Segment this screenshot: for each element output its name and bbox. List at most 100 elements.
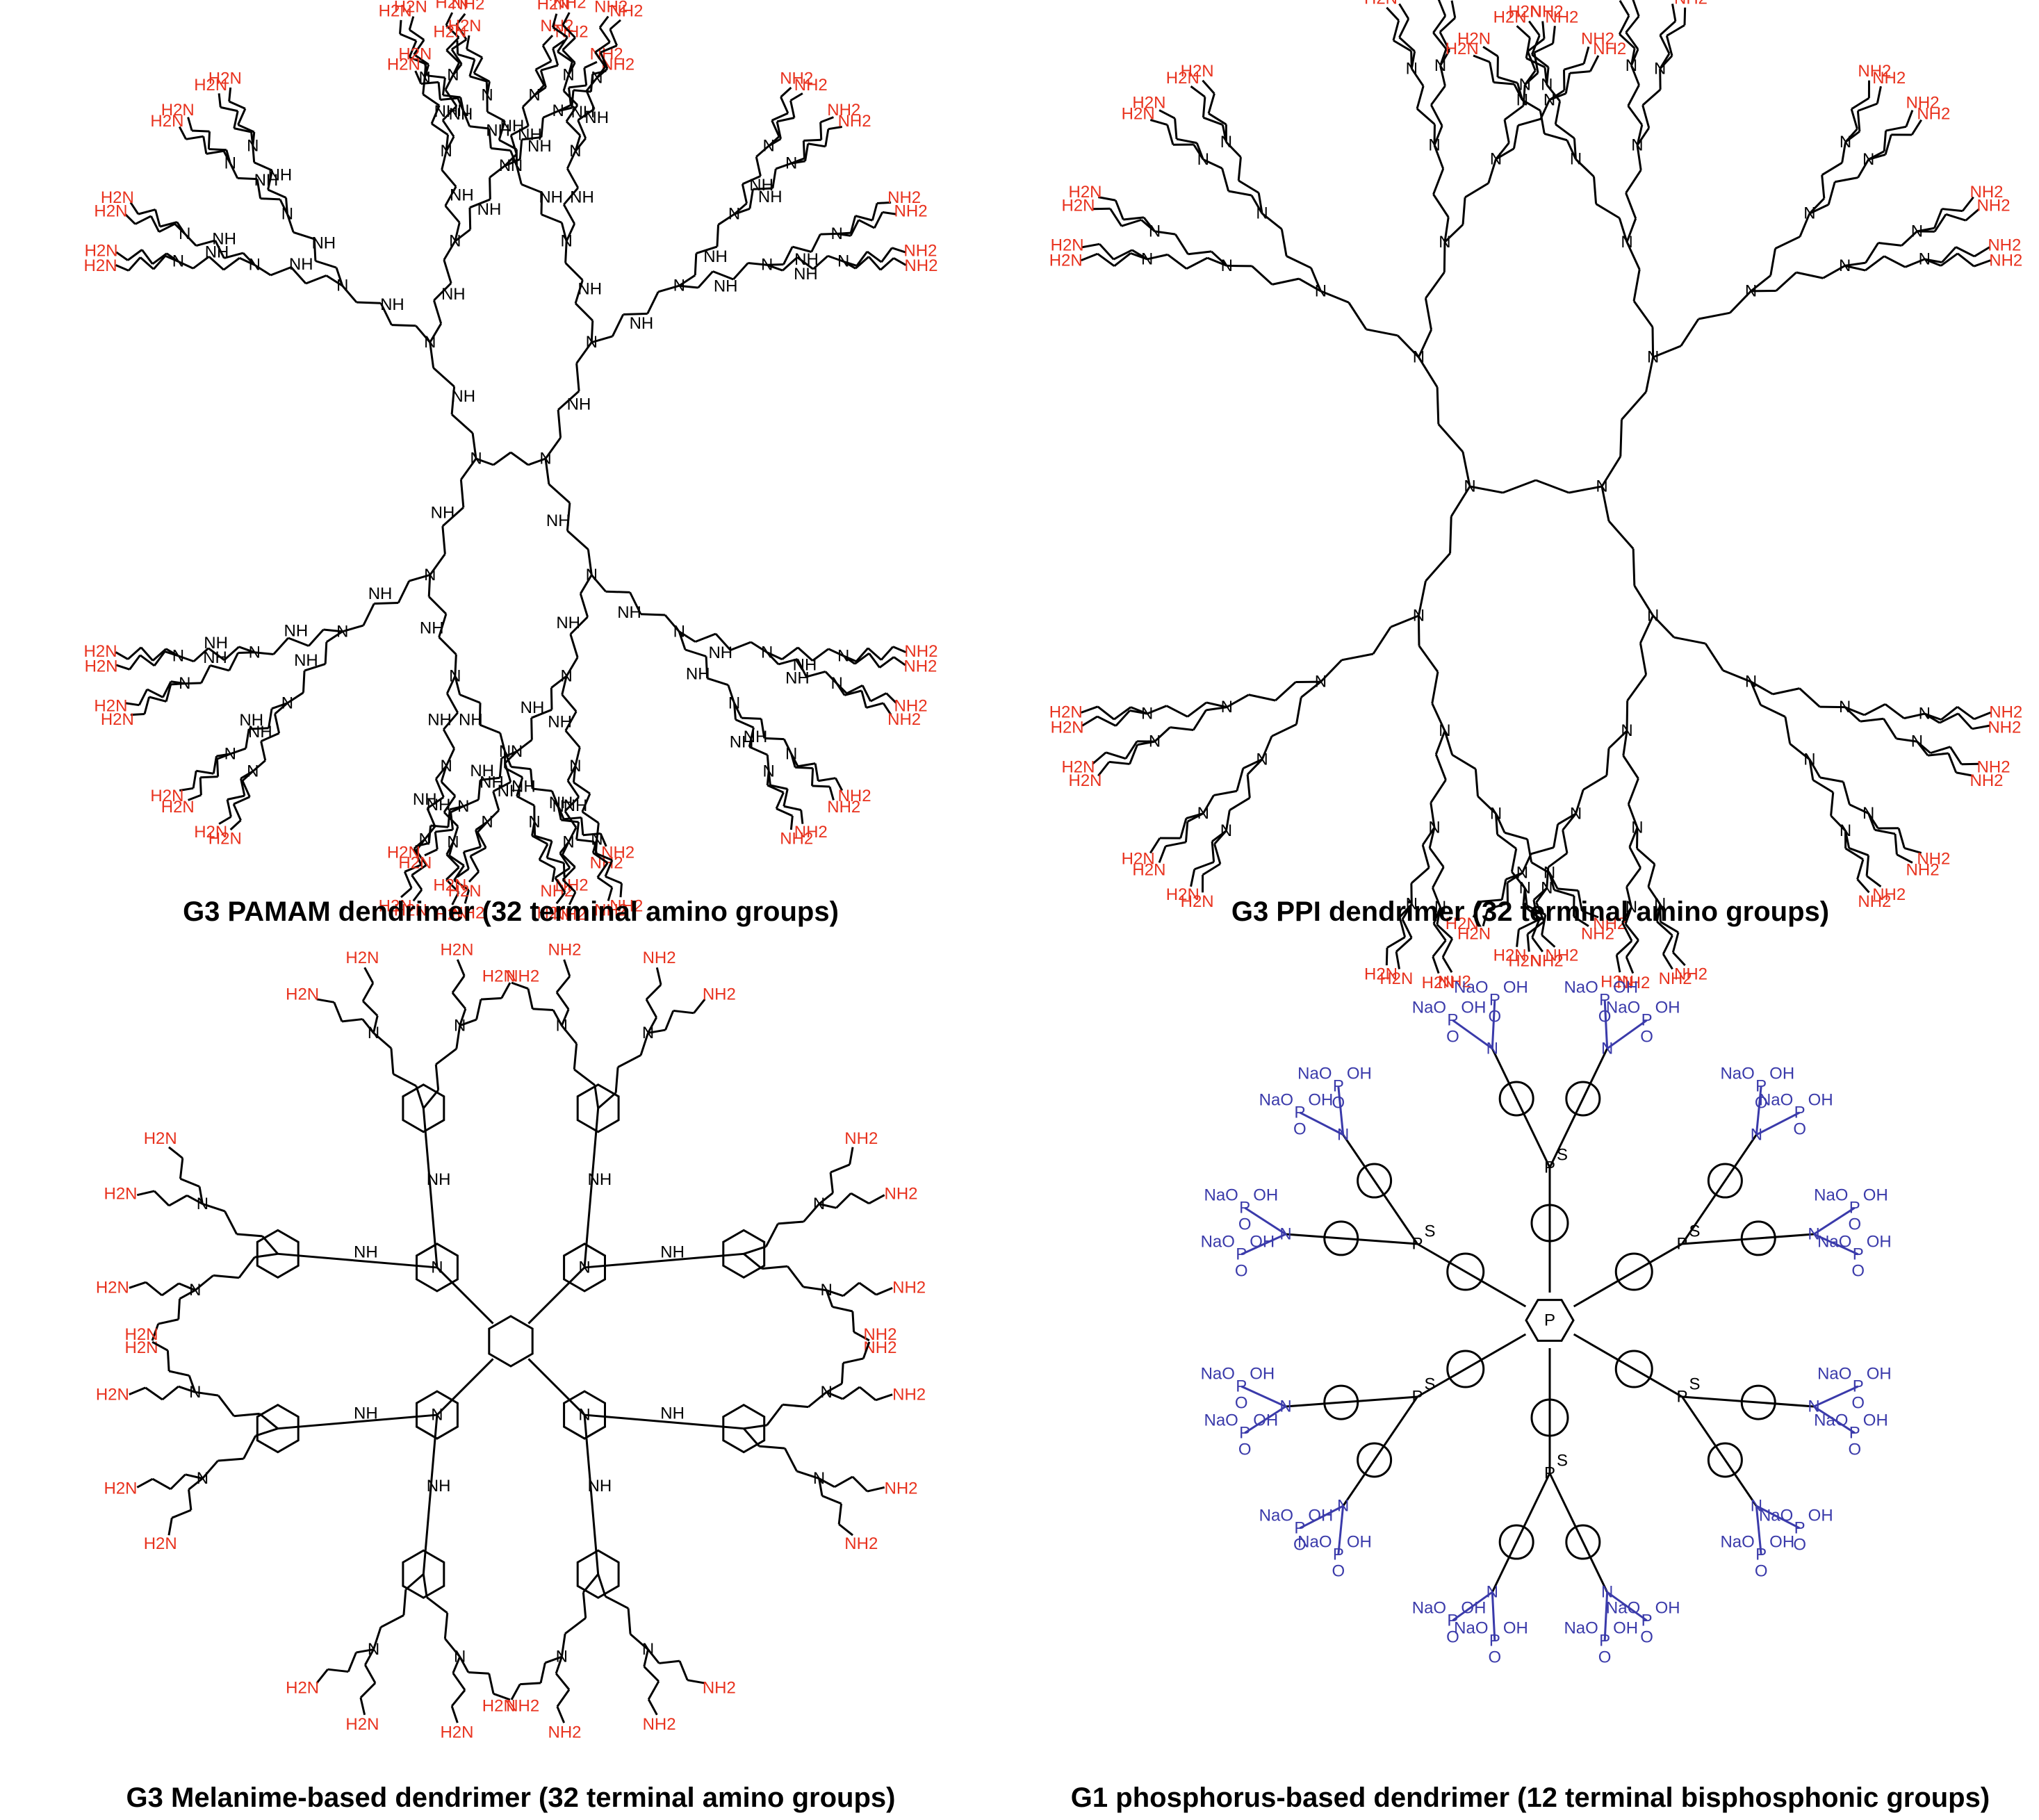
- chain-bond: [1546, 867, 1550, 889]
- chain-bond: [1416, 85, 1425, 109]
- amine-nh-label: NH: [588, 1477, 612, 1495]
- chain-bond: [842, 1386, 860, 1400]
- terminal-amino-group: H2N: [94, 697, 127, 716]
- chain-bond: [1512, 125, 1519, 149]
- chain-bond: [457, 53, 475, 60]
- terminal-amino-group: NH2: [594, 901, 628, 920]
- chain-bond: [136, 1477, 154, 1489]
- phosphonate-o: O: [1235, 1261, 1248, 1280]
- chain-bond: [1443, 224, 1464, 243]
- linker-bond: [583, 1414, 600, 1575]
- chain-bond: [559, 852, 571, 869]
- chain-bond: [500, 982, 511, 999]
- chain-bond: [564, 796, 580, 812]
- chain-bond: [1250, 195, 1263, 214]
- branch-nitrogen: N: [1221, 256, 1233, 275]
- chain-bond: [1433, 125, 1443, 146]
- chain-bond: [451, 892, 460, 905]
- phosphonate-o: O: [1446, 1028, 1459, 1047]
- chain-bond: [555, 992, 570, 1010]
- chain-bond: [1619, 419, 1623, 457]
- chain-bond: [1655, 903, 1662, 922]
- chain-bond: [1443, 730, 1454, 755]
- chain-bond: [1487, 158, 1497, 184]
- phosphonate-ona: NaO: [1606, 999, 1640, 1017]
- chain-bond: [1202, 158, 1223, 170]
- chain-bond: [1628, 827, 1639, 848]
- methylene-bond: [1240, 1233, 1286, 1256]
- chain-bond: [408, 16, 415, 31]
- terminal-amino-group: NH2: [904, 642, 937, 661]
- amide-nh-label: NH: [212, 230, 236, 249]
- sulfur-label: S: [1424, 1222, 1435, 1241]
- chain-bond: [1395, 937, 1413, 953]
- chain-bond: [1495, 813, 1499, 835]
- chain-bond: [829, 1172, 834, 1193]
- chain-bond: [851, 1475, 869, 1493]
- chain-bond: [882, 703, 892, 716]
- chain-bond: [327, 1668, 349, 1673]
- aryloxy-linker: [1573, 1243, 1683, 1308]
- chain-bond: [1190, 85, 1206, 98]
- terminal-amino-group: H2N: [482, 967, 516, 986]
- terminal-amino-group: H2N: [448, 17, 482, 35]
- chain-bond: [574, 138, 587, 152]
- chain-bond: [404, 864, 422, 873]
- chain-bond: [1942, 208, 1963, 213]
- chain-bond: [742, 174, 761, 186]
- chain-bond: [188, 1489, 193, 1511]
- chain-bond: [1673, 636, 1706, 645]
- chain-bond: [1430, 104, 1443, 126]
- branch-nitrogen: N: [1221, 698, 1233, 716]
- chain-bond: [1143, 216, 1156, 232]
- aryloxy-linker: [1491, 1473, 1551, 1593]
- chain-bond: [565, 120, 581, 137]
- chain-bond: [139, 256, 154, 270]
- chain-bond: [581, 810, 600, 824]
- chain-bond: [783, 805, 802, 812]
- chain-bond: [333, 1001, 343, 1022]
- terminal-amino-group: NH2: [1545, 946, 1578, 965]
- chain-bond: [828, 786, 835, 801]
- chain-bond: [880, 257, 895, 271]
- terminal-amino-group: H2N: [1457, 30, 1491, 49]
- chain-bond: [557, 106, 573, 113]
- chain-bond: [1129, 744, 1138, 764]
- chain-bond: [390, 1048, 395, 1074]
- chain-bond: [542, 110, 559, 119]
- terminal-amino-group: H2N: [85, 657, 118, 676]
- chain-bond: [557, 390, 580, 411]
- phosphonate-p: P: [1755, 1545, 1767, 1564]
- terminal-amino-group: NH2: [451, 0, 484, 14]
- chain-bond: [705, 656, 709, 679]
- phenyl-ring: [1740, 1220, 1776, 1256]
- chain-bond: [1927, 752, 1949, 757]
- chain-bond: [605, 875, 623, 885]
- chain-bond: [557, 36, 568, 53]
- amide-nh-label: NH: [380, 295, 404, 314]
- terminal-amino-group: NH2: [894, 697, 928, 716]
- terminal-amino-group: NH2: [553, 0, 587, 13]
- chain-bond: [527, 457, 546, 466]
- chain-bond: [1647, 864, 1656, 887]
- methylene-bond: [1606, 1591, 1648, 1622]
- chain-bond: [1940, 706, 1958, 721]
- chain-bond: [1425, 552, 1451, 582]
- phenyl-ring: [1446, 1252, 1485, 1291]
- chain-bond: [1176, 138, 1197, 145]
- chain-bond: [859, 1386, 877, 1401]
- chain-bond: [771, 112, 789, 122]
- phosphorus-caption: G1 phosphorus-based dendrimer (12 termin…: [1070, 1782, 1990, 1813]
- chain-bond: [1622, 755, 1639, 780]
- chain-bond: [460, 458, 477, 481]
- chain-bond: [453, 879, 470, 892]
- chain-bond: [1541, 934, 1556, 948]
- chain-bond: [308, 629, 325, 647]
- branch-nitrogen: N: [1220, 821, 1232, 840]
- sulfur-label: S: [1689, 1222, 1701, 1241]
- chain-bond: [434, 778, 445, 798]
- chain-bond: [1856, 110, 1861, 132]
- terminal-amino-group: H2N: [161, 798, 195, 817]
- chain-bond: [566, 780, 580, 798]
- chain-bond: [445, 853, 460, 869]
